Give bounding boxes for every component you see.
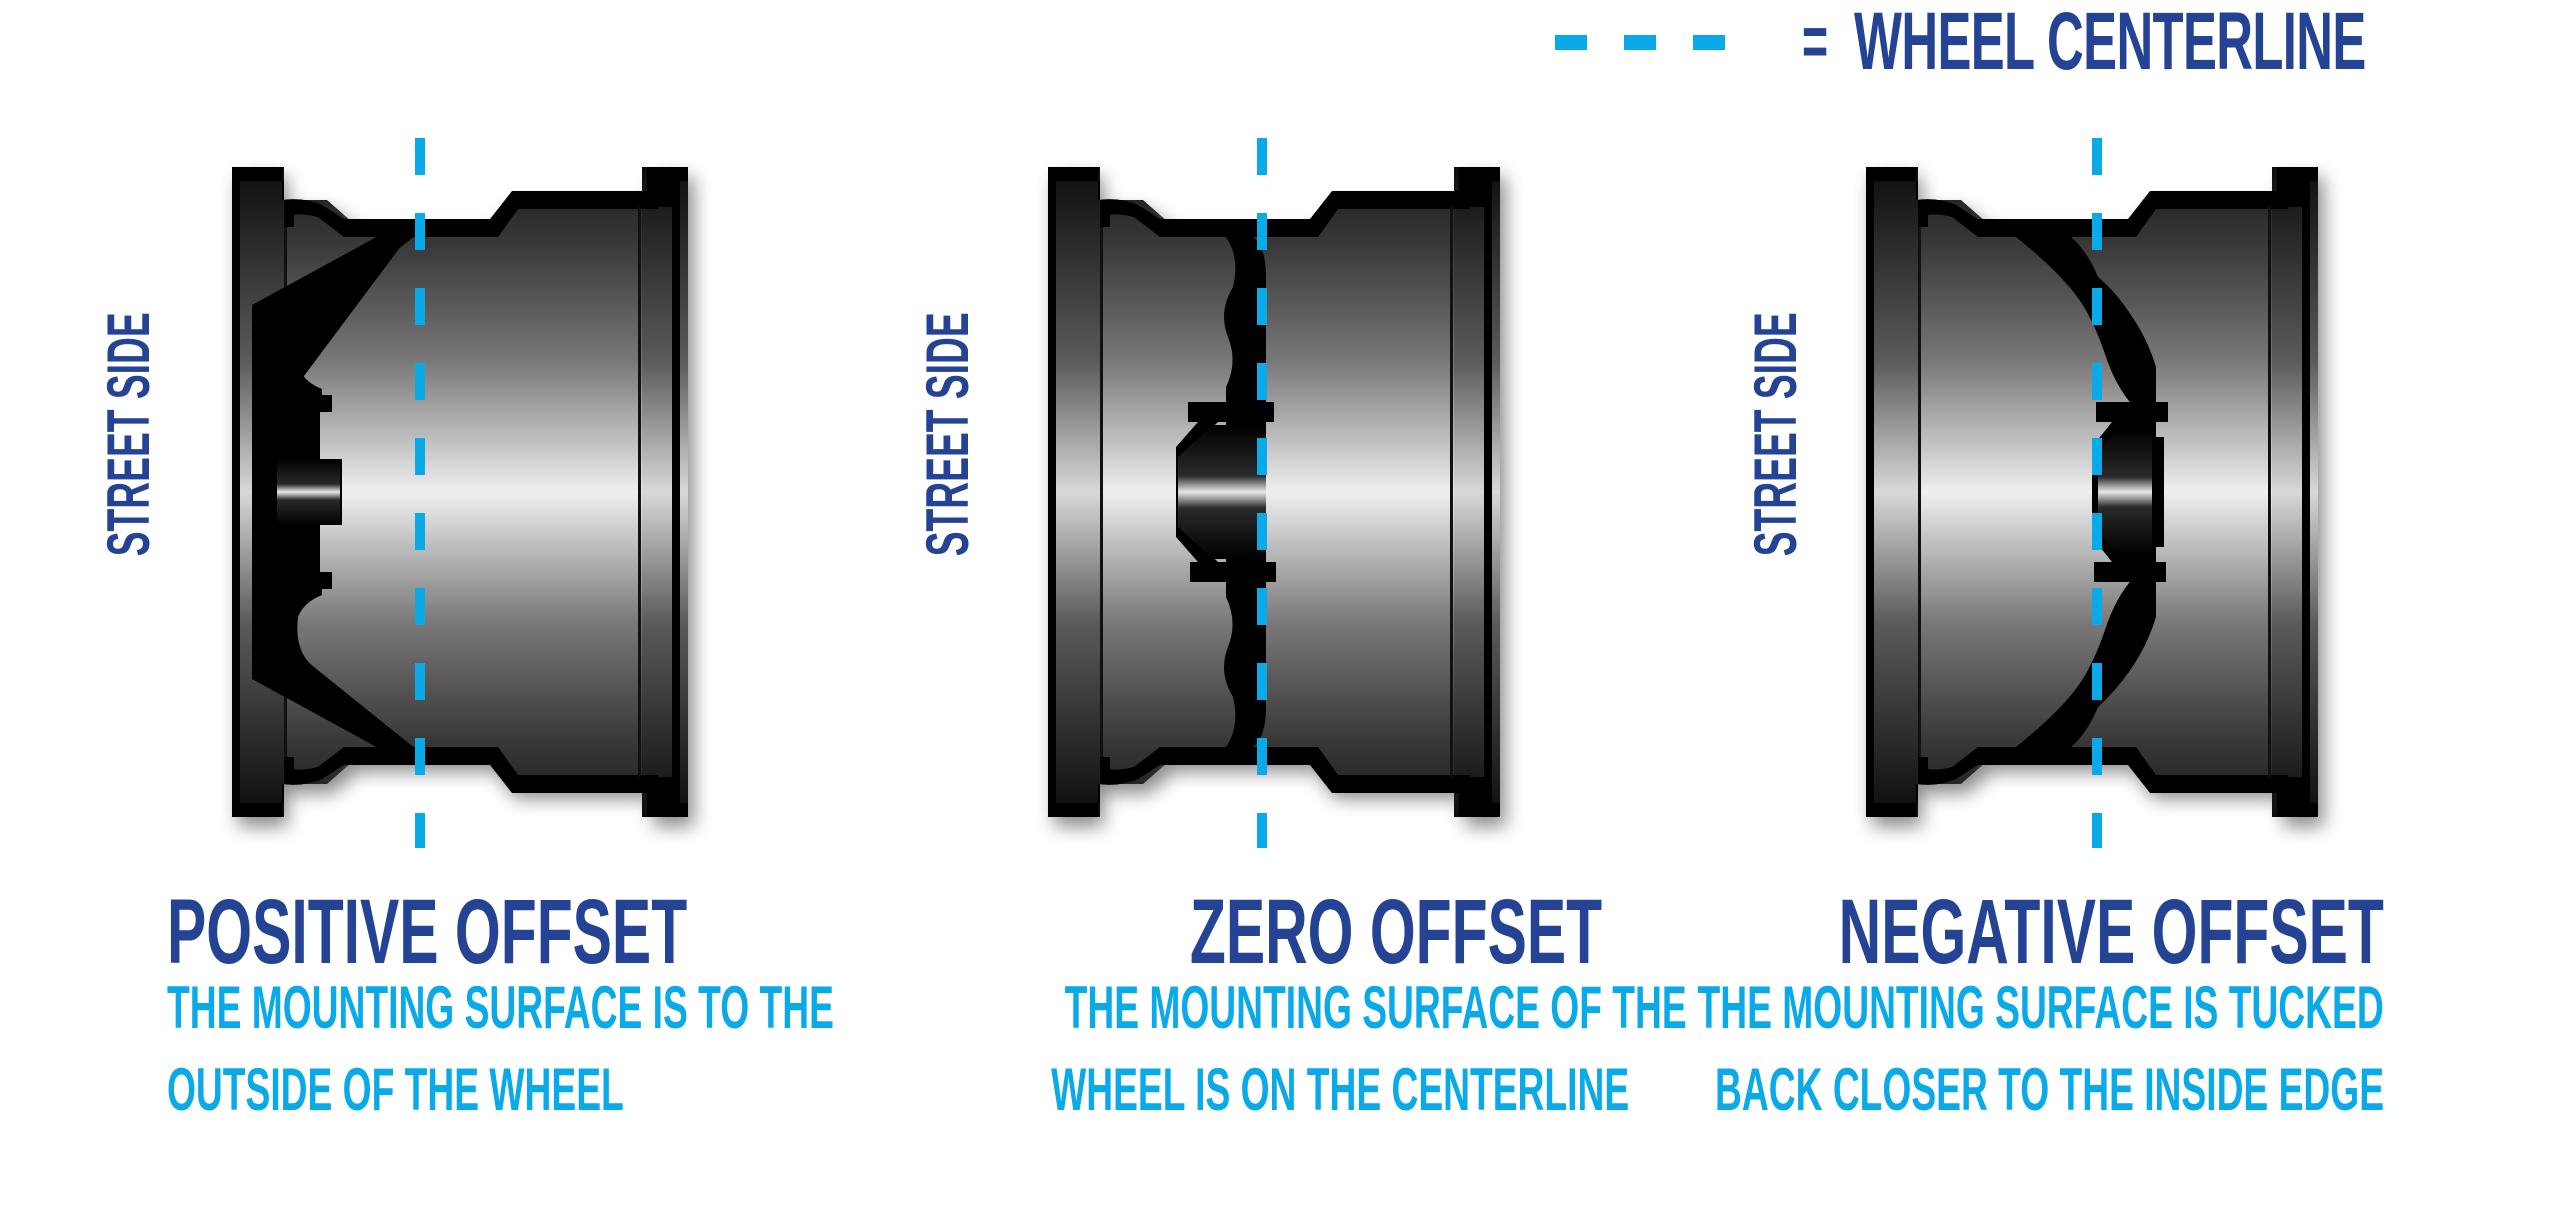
heading-negative-offset: NEGATIVE OFFSET — [1838, 881, 2384, 983]
wheel-positive-offset-diagram — [232, 138, 702, 882]
centerline-dashed-icon — [2092, 138, 2102, 848]
description-negative-offset-line-2: BACK CLOSER TO THE INSIDE EDGE — [1715, 1056, 2384, 1123]
centerline-legend: = WHEEL CENTERLINE — [1555, 0, 2560, 87]
centerline-dash-icon — [1624, 34, 1656, 50]
description-negative-offset-line-1: THE MOUNTING SURFACE IS TUCKED — [1697, 974, 2384, 1041]
legend-equals: = — [1801, 2, 1829, 82]
legend-label: WHEEL CENTERLINE — [1854, 0, 2366, 87]
description-zero-offset-line-2: WHEEL IS ON THE CENTERLINE — [1051, 1056, 1630, 1123]
street-side-label: STREET SIDE — [95, 312, 162, 557]
centerline-dash-icon — [1555, 34, 1587, 50]
description-positive-offset-line-2: OUTSIDE OF THE WHEEL — [167, 1056, 624, 1123]
wheel-negative-offset-diagram — [1866, 138, 2336, 882]
heading-zero-offset: ZERO OFFSET — [1189, 881, 1603, 983]
centerline-dash-icon — [1693, 34, 1725, 50]
description-zero-offset-line-1: THE MOUNTING SURFACE OF THE — [1064, 974, 1687, 1041]
centerline-dashed-icon — [415, 138, 425, 848]
wheel-cross-section-icon — [1048, 167, 1500, 817]
wheel-cross-section-icon — [232, 167, 688, 817]
street-side-label: STREET SIDE — [914, 312, 981, 557]
street-side-label: STREET SIDE — [1742, 312, 1809, 557]
wheel-cross-section-icon — [1866, 167, 2318, 817]
centerline-dashed-icon — [1257, 138, 1267, 848]
wheel-zero-offset-diagram — [1048, 138, 1518, 882]
heading-positive-offset: POSITIVE OFFSET — [167, 881, 688, 983]
description-positive-offset-line-1: THE MOUNTING SURFACE IS TO THE — [167, 974, 834, 1041]
